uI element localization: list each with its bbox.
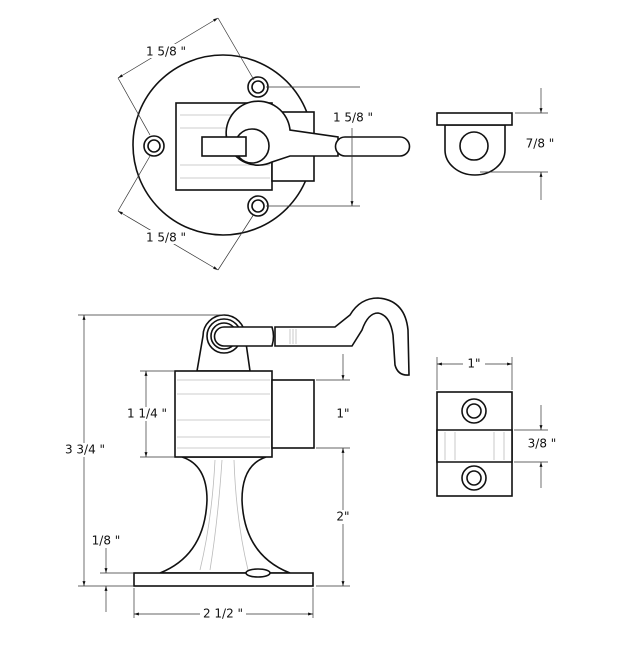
hook xyxy=(274,297,410,376)
side-block xyxy=(271,379,315,449)
dim-bottom-label: 1 5/8 " xyxy=(146,231,186,245)
body-block xyxy=(174,370,273,458)
dim-stem-height-label: 2" xyxy=(336,510,349,524)
base-plate xyxy=(133,572,314,587)
dim-width-label: 1" xyxy=(467,357,480,371)
stem xyxy=(159,456,291,574)
side-top-view: 7/8 " xyxy=(436,88,555,200)
pin xyxy=(201,136,247,157)
dim-block-height-label: 1" xyxy=(336,407,349,421)
dim-right-label: 1 5/8 " xyxy=(333,111,373,125)
dim-band-label: 3/8 " xyxy=(528,437,557,451)
side-front-view: 1" 3/8 " xyxy=(436,357,560,497)
front-view: 3 3/4 " 1 1/4 " 1/8 " 2 1/2 " 1" 2" xyxy=(64,297,410,621)
dim-height-label: 7/8 " xyxy=(526,137,555,151)
dim-body-height-label: 1 1/4 " xyxy=(127,407,167,421)
dim-top-label: 1 5/8 " xyxy=(146,45,186,59)
top-view: 1 5/8 " 1 5/8 " 1 5/8 " xyxy=(117,17,411,271)
dim-base-width-label: 2 1/2 " xyxy=(203,607,243,621)
dim-total-height-label: 3 3/4 " xyxy=(65,443,105,457)
dim-base-thickness-label: 1/8 " xyxy=(92,534,121,548)
hook-bar xyxy=(334,136,411,157)
